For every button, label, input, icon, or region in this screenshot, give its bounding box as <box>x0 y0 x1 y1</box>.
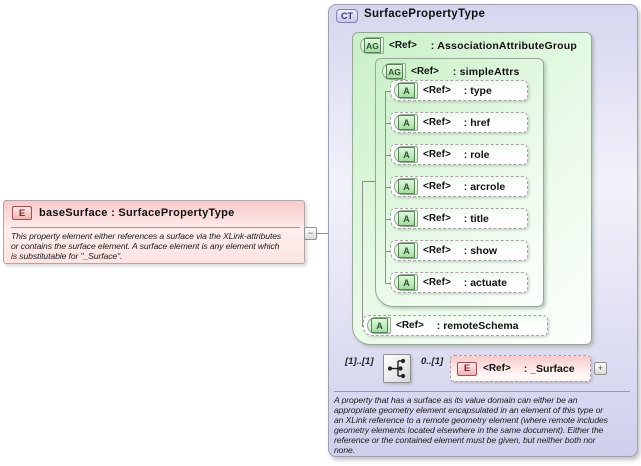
association-attribute-group-header[interactable]: AG <Ref> : AssociationAttributeGroup <box>360 37 577 54</box>
element-documentation: This property element either references … <box>11 231 281 261</box>
attribute-row-actuate[interactable]: A <Ref> : actuate <box>390 272 528 293</box>
element-header: E baseSurface : SurfacePropertyType <box>12 206 235 220</box>
ref-label: <Ref> <box>423 277 451 288</box>
connector-line <box>385 123 390 124</box>
connector-line <box>385 91 390 92</box>
connector-line <box>385 219 390 220</box>
attribute-badge: A <box>367 317 391 334</box>
attribute-name: : remoteSchema <box>436 319 519 332</box>
connector-line <box>385 187 390 188</box>
complex-type-documentation: A property that has a surface as its val… <box>334 395 608 455</box>
element-title: baseSurface : SurfacePropertyType <box>39 207 235 219</box>
ref-label: <Ref> <box>423 245 451 256</box>
attribute-group-name: : simpleAttrs <box>452 65 520 78</box>
simple-attrs-group-header[interactable]: AG <Ref> : simpleAttrs <box>382 63 520 80</box>
attribute-badge: A <box>394 146 418 163</box>
attribute-row-remote-schema[interactable]: A <Ref> : remoteSchema <box>363 315 548 336</box>
ref-label: <Ref> <box>423 85 451 96</box>
attribute-row-href[interactable]: A <Ref> : href <box>390 112 528 133</box>
doc-line: an XLink reference to a remote geometry … <box>334 415 608 425</box>
cardinality-child-label: 0..[1] <box>421 356 444 367</box>
doc-line: A property that has a surface as its val… <box>334 395 578 405</box>
attribute-row-arcrole[interactable]: A <Ref> : arcrole <box>390 176 528 197</box>
attribute-badge: A <box>394 82 418 99</box>
attribute-badge-label: A <box>398 211 415 226</box>
ref-label: <Ref> <box>423 213 451 224</box>
ref-label: <Ref> <box>423 117 451 128</box>
connector-line <box>385 155 390 156</box>
attribute-group-badge-label: AG <box>364 38 381 53</box>
attribute-badge-label: A <box>398 275 415 290</box>
doc-line: none. <box>334 445 356 455</box>
collapse-button[interactable]: − <box>304 227 317 240</box>
attribute-badge-label: A <box>398 115 415 130</box>
doc-line: or contains the surface element. A surfa… <box>11 241 280 251</box>
attribute-name: : href <box>463 116 491 129</box>
attribute-name: : show <box>463 244 498 257</box>
ref-label: <Ref> <box>423 181 451 192</box>
element-name: : _Surface <box>523 362 575 375</box>
ref-label: <Ref> <box>396 320 424 331</box>
attribute-group-name: : AssociationAttributeGroup <box>430 39 577 52</box>
attribute-row-role[interactable]: A <Ref> : role <box>390 144 528 165</box>
attribute-name: : title <box>463 212 489 225</box>
attribute-badge-label: A <box>398 179 415 194</box>
expand-button[interactable]: + <box>594 362 607 375</box>
element-badge: E <box>12 206 32 220</box>
attribute-row-show[interactable]: A <Ref> : show <box>390 240 528 261</box>
base-surface-element-node[interactable]: E baseSurface : SurfacePropertyType This… <box>3 200 305 264</box>
choice-compositor-icon[interactable] <box>383 354 411 383</box>
attribute-group-badge: AG <box>382 63 406 80</box>
doc-line: appropriate geometry element encapsulate… <box>334 405 604 415</box>
doc-line: geometry elements located elsewhere in t… <box>334 425 604 435</box>
attribute-group-badge: AG <box>360 37 384 54</box>
doc-line: is substitutable for "_Surface". <box>11 251 123 261</box>
attribute-group-badge-label: AG <box>386 64 403 79</box>
attribute-badge-label: A <box>398 83 415 98</box>
complex-type-title: SurfacePropertyType <box>364 8 486 20</box>
connector-line <box>362 181 375 182</box>
header-divider <box>11 227 300 228</box>
branch-glyph <box>387 358 406 379</box>
attribute-name: : actuate <box>463 276 507 289</box>
attribute-badge: A <box>394 274 418 291</box>
connector-line <box>362 181 363 326</box>
connector-line <box>385 251 390 252</box>
attribute-name: : role <box>463 148 490 161</box>
attribute-row-type[interactable]: A <Ref> : type <box>390 80 528 101</box>
doc-divider <box>334 391 630 392</box>
complex-type-badge: CT <box>336 9 358 23</box>
ref-label: <Ref> <box>483 363 511 374</box>
attribute-badge: A <box>394 242 418 259</box>
attribute-row-title[interactable]: A <Ref> : title <box>390 208 528 229</box>
doc-line: reference or the contained element must … <box>334 435 596 445</box>
ref-label: <Ref> <box>411 66 439 77</box>
attribute-badge-label: A <box>398 243 415 258</box>
surface-element-ref-node[interactable]: E <Ref> : _Surface <box>450 355 591 382</box>
ref-label: <Ref> <box>389 40 417 51</box>
attribute-name: : type <box>463 84 492 97</box>
doc-line: This property element either references … <box>11 231 282 241</box>
element-badge: E <box>457 361 477 376</box>
attribute-badge-label: A <box>371 318 388 333</box>
attribute-badge: A <box>394 178 418 195</box>
attribute-badge: A <box>394 114 418 131</box>
attribute-badge: A <box>394 210 418 227</box>
cardinality-parent-label: [1]..[1] <box>345 356 374 367</box>
attribute-name: : arcrole <box>463 180 506 193</box>
attribute-badge-label: A <box>398 147 415 162</box>
connector-line <box>385 283 390 284</box>
ref-label: <Ref> <box>423 149 451 160</box>
